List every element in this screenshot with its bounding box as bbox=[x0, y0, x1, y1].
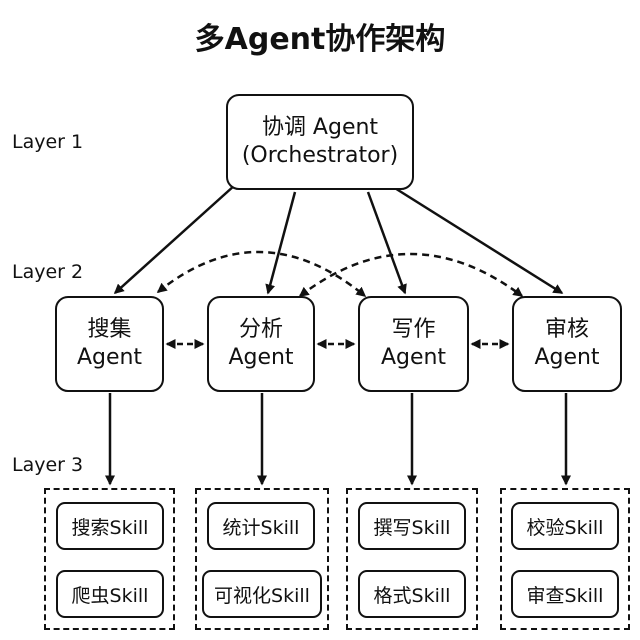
diagram-title: 多Agent协作架构 bbox=[194, 22, 446, 57]
visualization-skill: 可视化Skill bbox=[202, 570, 322, 618]
edge-orchestrator-to-writing-agent bbox=[366, 191, 407, 295]
layer-1-label: Layer 1 bbox=[12, 131, 84, 153]
crawler-skill: 爬虫Skill bbox=[56, 570, 164, 618]
writing-agent-node: 写作 Agent bbox=[358, 296, 469, 392]
edge-orchestrator-to-search-agent bbox=[113, 184, 236, 295]
format-skill: 格式Skill bbox=[358, 570, 466, 618]
agent-name: 审核 bbox=[544, 316, 589, 342]
agent-name: 写作 bbox=[391, 316, 436, 342]
edge-orchestrator-to-review-agent bbox=[389, 183, 564, 295]
agent-type: Agent bbox=[228, 345, 294, 370]
agent-type: Agent bbox=[534, 345, 600, 370]
edge-search-writing-arc bbox=[156, 250, 367, 297]
layer-3-label: Layer 3 bbox=[12, 454, 84, 476]
search-agent-node: 搜集 Agent bbox=[55, 296, 164, 392]
agent-type: Agent bbox=[76, 345, 143, 370]
edge-analysis-review-arc bbox=[298, 252, 524, 298]
validation-skill: 校验Skill bbox=[511, 502, 619, 550]
analysis-agent-node: 分析 Agent bbox=[207, 296, 315, 392]
search-skill: 搜索Skill bbox=[56, 502, 164, 550]
orchestrator-name: 协调 Agent bbox=[261, 114, 379, 140]
orchestrator-agent-node: 协调 Agent (Orchestrator) bbox=[226, 94, 414, 190]
composing-skill: 撰写Skill bbox=[358, 502, 466, 550]
agent-name: 搜集 bbox=[87, 316, 132, 342]
layer-2-label: Layer 2 bbox=[12, 261, 84, 283]
statistics-skill: 统计Skill bbox=[207, 502, 315, 550]
agent-type: Agent bbox=[380, 345, 447, 370]
edge-orchestrator-to-analysis-agent bbox=[265, 191, 297, 295]
review-agent-node: 审核 Agent bbox=[512, 296, 622, 392]
agent-name: 分析 bbox=[238, 316, 283, 342]
audit-skill: 审查Skill bbox=[511, 570, 619, 618]
orchestrator-role: (Orchestrator) bbox=[241, 143, 399, 168]
